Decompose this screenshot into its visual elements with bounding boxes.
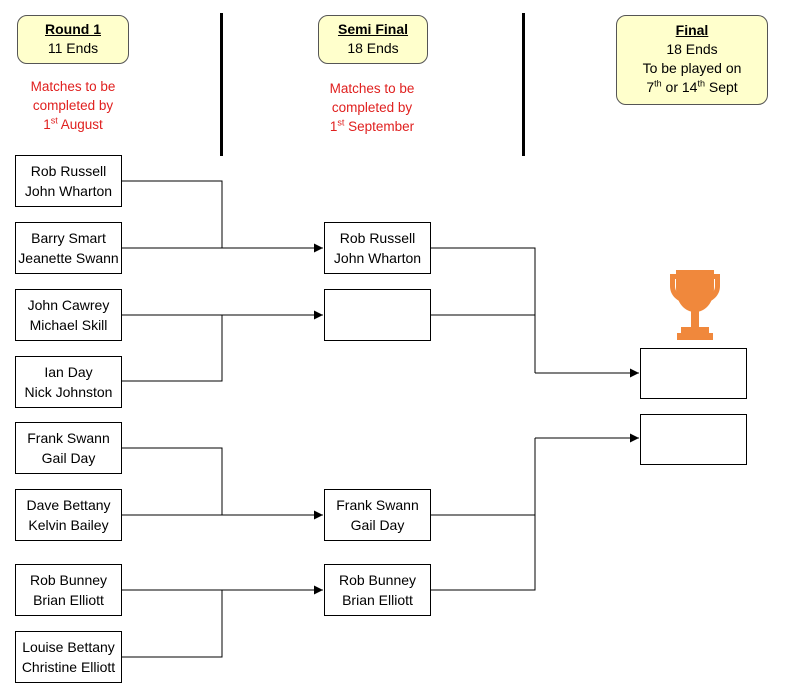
player-name: Brian Elliott (342, 592, 413, 608)
final-slot-2 (640, 414, 747, 465)
player-name: Rob Russell (339, 230, 416, 246)
round1-match-4: Ian Day Nick Johnston (15, 356, 122, 408)
connector-r1-m8 (122, 590, 223, 658)
connector-sf-m1 (430, 247, 536, 373)
round1-header: Round 1 11 Ends (17, 15, 129, 64)
final-header: Final 18 Ends To be played on 7th or 14t… (616, 15, 768, 105)
player-name: Gail Day (350, 517, 405, 533)
column-divider (220, 13, 223, 156)
final-title: Final (675, 22, 709, 38)
round1-match-3: John Cawrey Michael Skill (15, 289, 122, 341)
player-name: Frank Swann (27, 430, 110, 446)
player-name: Rob Bunney (29, 572, 108, 588)
semi-header: Semi Final 18 Ends (318, 15, 428, 64)
round1-match-1: Rob Russell John Wharton (15, 155, 122, 207)
player-name: Jeanette Swann (18, 250, 119, 266)
trophy-icon (670, 270, 720, 340)
player-name: John Wharton (24, 183, 113, 199)
round1-match-6: Dave Bettany Kelvin Bailey (15, 489, 122, 541)
player-name: Dave Bettany (26, 497, 111, 513)
final-ends: 18 Ends (666, 41, 718, 57)
semi-match-1: Rob Russell John Wharton (324, 222, 431, 274)
player-name: Louise Bettany (22, 639, 115, 655)
final-dates: 7th or 14th Sept (646, 78, 738, 95)
player-name: Christine Elliott (21, 659, 116, 675)
round1-match-7: Rob Bunney Brian Elliott (15, 564, 122, 616)
player-name: Michael Skill (29, 317, 108, 333)
semi-match-4: Rob Bunney Brian Elliott (324, 564, 431, 616)
connector-r1-m5 (122, 447, 223, 515)
column-divider (522, 13, 525, 156)
connector-sf-m4 (430, 438, 536, 591)
player-name: Frank Swann (336, 497, 419, 513)
player-name: Barry Smart (31, 230, 106, 246)
player-name: John Wharton (333, 250, 422, 266)
final-schedule: To be played on (642, 60, 742, 76)
round1-deadline: Matches to be completed by 1st August (30, 79, 116, 132)
semi-match-2 (324, 289, 431, 341)
semi-ends: 18 Ends (347, 40, 399, 56)
player-name: Gail Day (41, 450, 96, 466)
semi-title: Semi Final (337, 21, 409, 37)
connector-r1-m1 (122, 180, 223, 248)
connector-r1-m4 (122, 315, 223, 382)
player-name: John Cawrey (27, 297, 110, 313)
player-name: Nick Johnston (24, 384, 113, 400)
round1-match-5: Frank Swann Gail Day (15, 422, 122, 474)
round1-match-2: Barry Smart Jeanette Swann (15, 222, 122, 274)
player-name: Brian Elliott (33, 592, 104, 608)
final-slot-1 (640, 348, 747, 399)
player-name: Ian Day (44, 364, 93, 380)
round1-title: Round 1 (45, 21, 101, 37)
player-name: Rob Russell (30, 163, 107, 179)
semi-deadline: Matches to be completed by 1st September (329, 81, 415, 134)
player-name: Rob Bunney (338, 572, 417, 588)
round1-match-8: Louise Bettany Christine Elliott (15, 631, 122, 683)
semi-match-3: Frank Swann Gail Day (324, 489, 431, 541)
round1-ends: 11 Ends (47, 40, 99, 56)
player-name: Kelvin Bailey (28, 517, 109, 533)
